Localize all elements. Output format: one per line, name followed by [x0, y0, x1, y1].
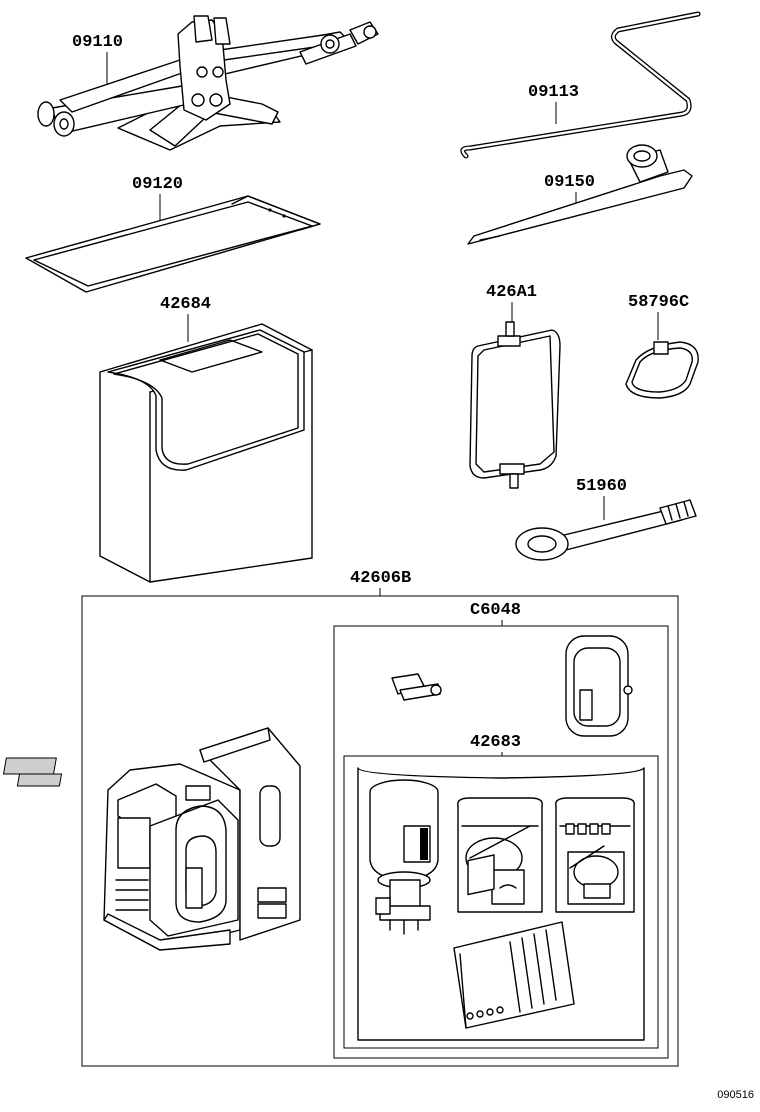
repair-kit-assembly[interactable]: 42606B C6048: [2, 569, 679, 1067]
label-C6048: C6048: [470, 601, 521, 620]
tool-tray[interactable]: 09120: [25, 175, 321, 293]
label-42684: 42684: [160, 295, 211, 314]
instruction-label-a[interactable]: [457, 797, 543, 913]
label-09113: 09113: [528, 83, 579, 102]
label-58796C: 58796C: [628, 293, 689, 312]
label-09110: 09110: [72, 33, 123, 52]
label-426A1: 426A1: [486, 283, 537, 302]
label-42606B: 42606B: [350, 569, 411, 588]
frame-42683: [343, 755, 659, 1049]
label-09150: 09150: [544, 173, 595, 192]
strap-58796c[interactable]: 58796C: [625, 293, 699, 399]
scissor-jack[interactable]: 09110: [37, 15, 379, 151]
strap-426a1[interactable]: 426A1: [469, 283, 561, 489]
diagram-code: 090516: [717, 1089, 754, 1101]
valve-core-tool[interactable]: [391, 673, 442, 701]
sealant-bottle[interactable]: [369, 779, 439, 935]
label-51960: 51960: [576, 477, 627, 496]
compressor-unit[interactable]: [2, 727, 301, 951]
label-09120: 09120: [132, 175, 183, 194]
instruction-booklet[interactable]: [453, 854, 575, 1029]
tool-bag[interactable]: 42684: [99, 295, 313, 583]
instruction-label-b[interactable]: [555, 797, 635, 913]
frame-C6048: [333, 625, 669, 1059]
frame-42606B: [81, 595, 679, 1067]
jack-handle[interactable]: 09113: [460, 11, 701, 159]
towing-eye[interactable]: 51960: [515, 477, 697, 561]
hose-clip[interactable]: [565, 635, 633, 737]
lug-wrench[interactable]: 09150: [467, 144, 693, 245]
label-42683: 42683: [470, 733, 521, 752]
